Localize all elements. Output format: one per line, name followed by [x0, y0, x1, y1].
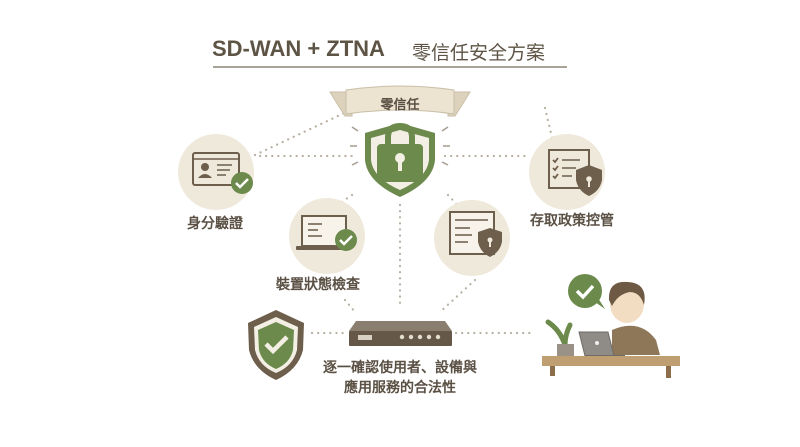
- device-label: 裝置狀態檢查: [276, 277, 360, 293]
- access-policy-icon: [529, 134, 605, 210]
- identity-label: 身分驗證: [187, 216, 243, 232]
- device-check-icon: [289, 198, 365, 274]
- caption-line-1: 逐一確認使用者、設備與: [323, 360, 477, 376]
- caption: 逐一確認使用者、設備與 應用服務的合法性: [250, 358, 550, 398]
- shield-check-icon: [248, 310, 304, 380]
- lock-shield-icon: [350, 122, 450, 197]
- title-divider: [213, 66, 567, 68]
- sdwan-router-icon: [349, 321, 452, 346]
- zero-trust-banner: [329, 85, 471, 117]
- caption-line-2: 應用服務的合法性: [344, 380, 456, 396]
- policy-document-icon: [434, 200, 510, 276]
- banner-label: 零信任: [380, 98, 420, 113]
- policy-label: 存取政策控管: [530, 213, 614, 229]
- title-main: SD-WAN + ZTNA: [212, 36, 385, 61]
- identity-verification-icon: [178, 134, 254, 210]
- title-sub: 零信任安全方案: [412, 42, 546, 64]
- user-at-laptop-illustration: [542, 274, 680, 378]
